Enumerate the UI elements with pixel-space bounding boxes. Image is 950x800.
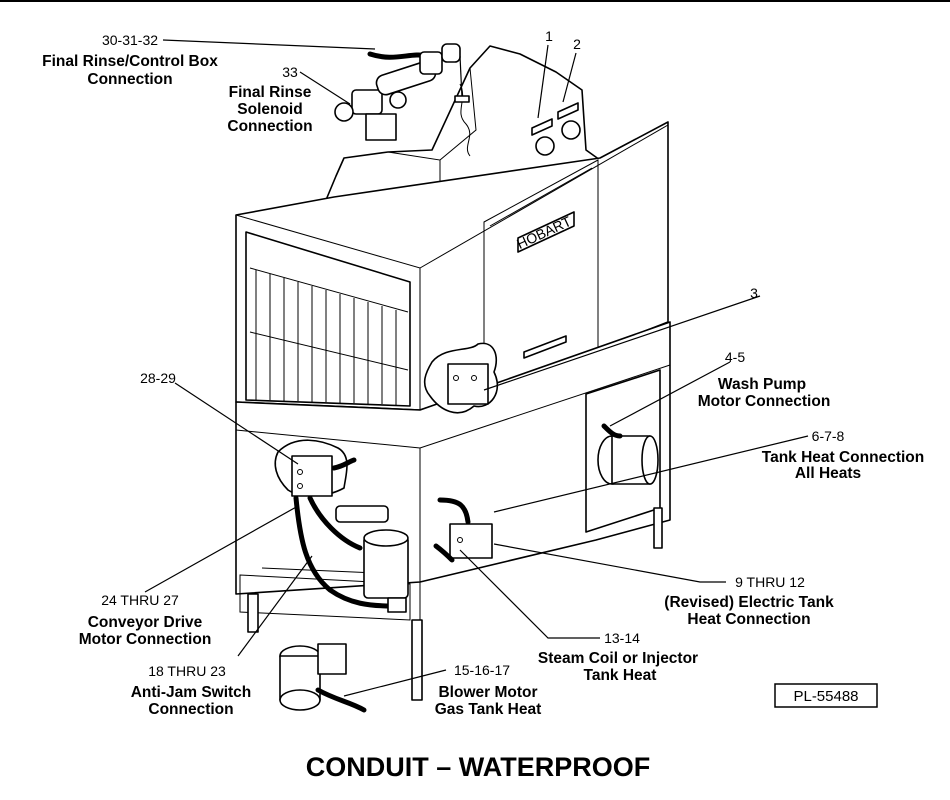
callout-label-line: Motor Connection — [698, 393, 831, 410]
leader-lines — [144, 39, 809, 697]
curtain-strips — [249, 267, 409, 405]
callout-1-number: 1 — [545, 28, 553, 44]
wash-pump-motor — [597, 423, 659, 485]
callout-label-line: Heat Connection — [687, 611, 810, 628]
callout-3-number: 3 — [750, 285, 758, 301]
callout-label-line: Gas Tank Heat — [435, 701, 542, 718]
callout-number: 13-14 — [604, 630, 640, 646]
callout-number: 6-7-8 — [812, 428, 845, 444]
callout-2-number: 2 — [573, 36, 581, 52]
callout-wash-pump-motor: 4-5 Wash Pump Motor Connection — [698, 349, 831, 410]
top-border-rule — [0, 0, 950, 2]
callout-number: 24 THRU 27 — [101, 592, 179, 608]
part-number-box: PL-55488 — [774, 683, 878, 708]
callout-label-line: Final Rinse/Control Box — [42, 53, 218, 70]
dishwasher-illustration: HOBART — [235, 45, 671, 701]
callout-label-line: Wash Pump — [718, 376, 806, 393]
callout-electric-tank-heat: 9 THRU 12 (Revised) Electric Tank Heat C… — [664, 574, 834, 628]
callout-tank-heat-connection: 6-7-8 Tank Heat Connection All Heats — [762, 428, 924, 482]
part-number: PL-55488 — [793, 688, 858, 705]
callout-label-line: Solenoid — [237, 101, 302, 118]
callout-label-line: Connection — [87, 71, 172, 88]
callout-label-line: Steam Coil or Injector — [538, 650, 698, 667]
callout-28-29-number: 28-29 — [140, 370, 176, 386]
conveyor-drive-motor — [293, 495, 409, 613]
callout-number: 18 THRU 23 — [148, 663, 226, 679]
junction-box-3 — [423, 342, 499, 414]
callout-final-rinse-solenoid: 33 Final Rinse Solenoid Connection — [227, 64, 312, 135]
callout-anti-jam-switch: 18 THRU 23 Anti-Jam Switch Connection — [131, 663, 252, 718]
blower-motor — [279, 643, 367, 713]
callout-final-rinse-control-box: 30-31-32 Final Rinse/Control Box Connect… — [42, 32, 218, 88]
callout-number: 9 THRU 12 — [735, 574, 805, 590]
tank-heat-box — [433, 497, 493, 563]
callout-number: 30-31-32 — [102, 32, 158, 48]
callout-label-line: Tank Heat — [584, 667, 657, 684]
callout-label-line: Final Rinse — [229, 84, 312, 101]
callout-label-line: (Revised) Electric Tank — [664, 594, 834, 611]
door-handle — [523, 335, 567, 359]
callout-number: 15-16-17 — [454, 662, 510, 678]
callout-label-line: Blower Motor — [438, 684, 537, 701]
machine-legs — [247, 507, 663, 701]
callout-number: 4-5 — [725, 349, 745, 365]
callout-label-line: Connection — [227, 118, 312, 135]
callout-label-line: Connection — [148, 701, 233, 718]
callout-conveyor-drive-motor: 24 THRU 27 Conveyor Drive Motor Connecti… — [79, 592, 212, 648]
callout-label-line: Anti-Jam Switch — [131, 684, 252, 701]
callout-number: 33 — [282, 64, 298, 80]
callout-label-line: Conveyor Drive — [88, 614, 203, 631]
callout-label-line: All Heats — [795, 465, 861, 482]
callout-steam-coil-injector: 13-14 Steam Coil or Injector Tank Heat — [538, 630, 698, 684]
callout-label-line: Motor Connection — [79, 631, 212, 648]
control-panel — [531, 102, 581, 156]
diagram-title: CONDUIT – WATERPROOF — [306, 752, 651, 782]
junction-box-28-29 — [274, 439, 357, 497]
callout-label-line: Tank Heat Connection — [762, 449, 924, 466]
callout-blower-motor: 15-16-17 Blower Motor Gas Tank Heat — [435, 662, 542, 718]
final-rinse-solenoid-assembly — [334, 43, 470, 141]
curtain-opening — [245, 231, 411, 407]
